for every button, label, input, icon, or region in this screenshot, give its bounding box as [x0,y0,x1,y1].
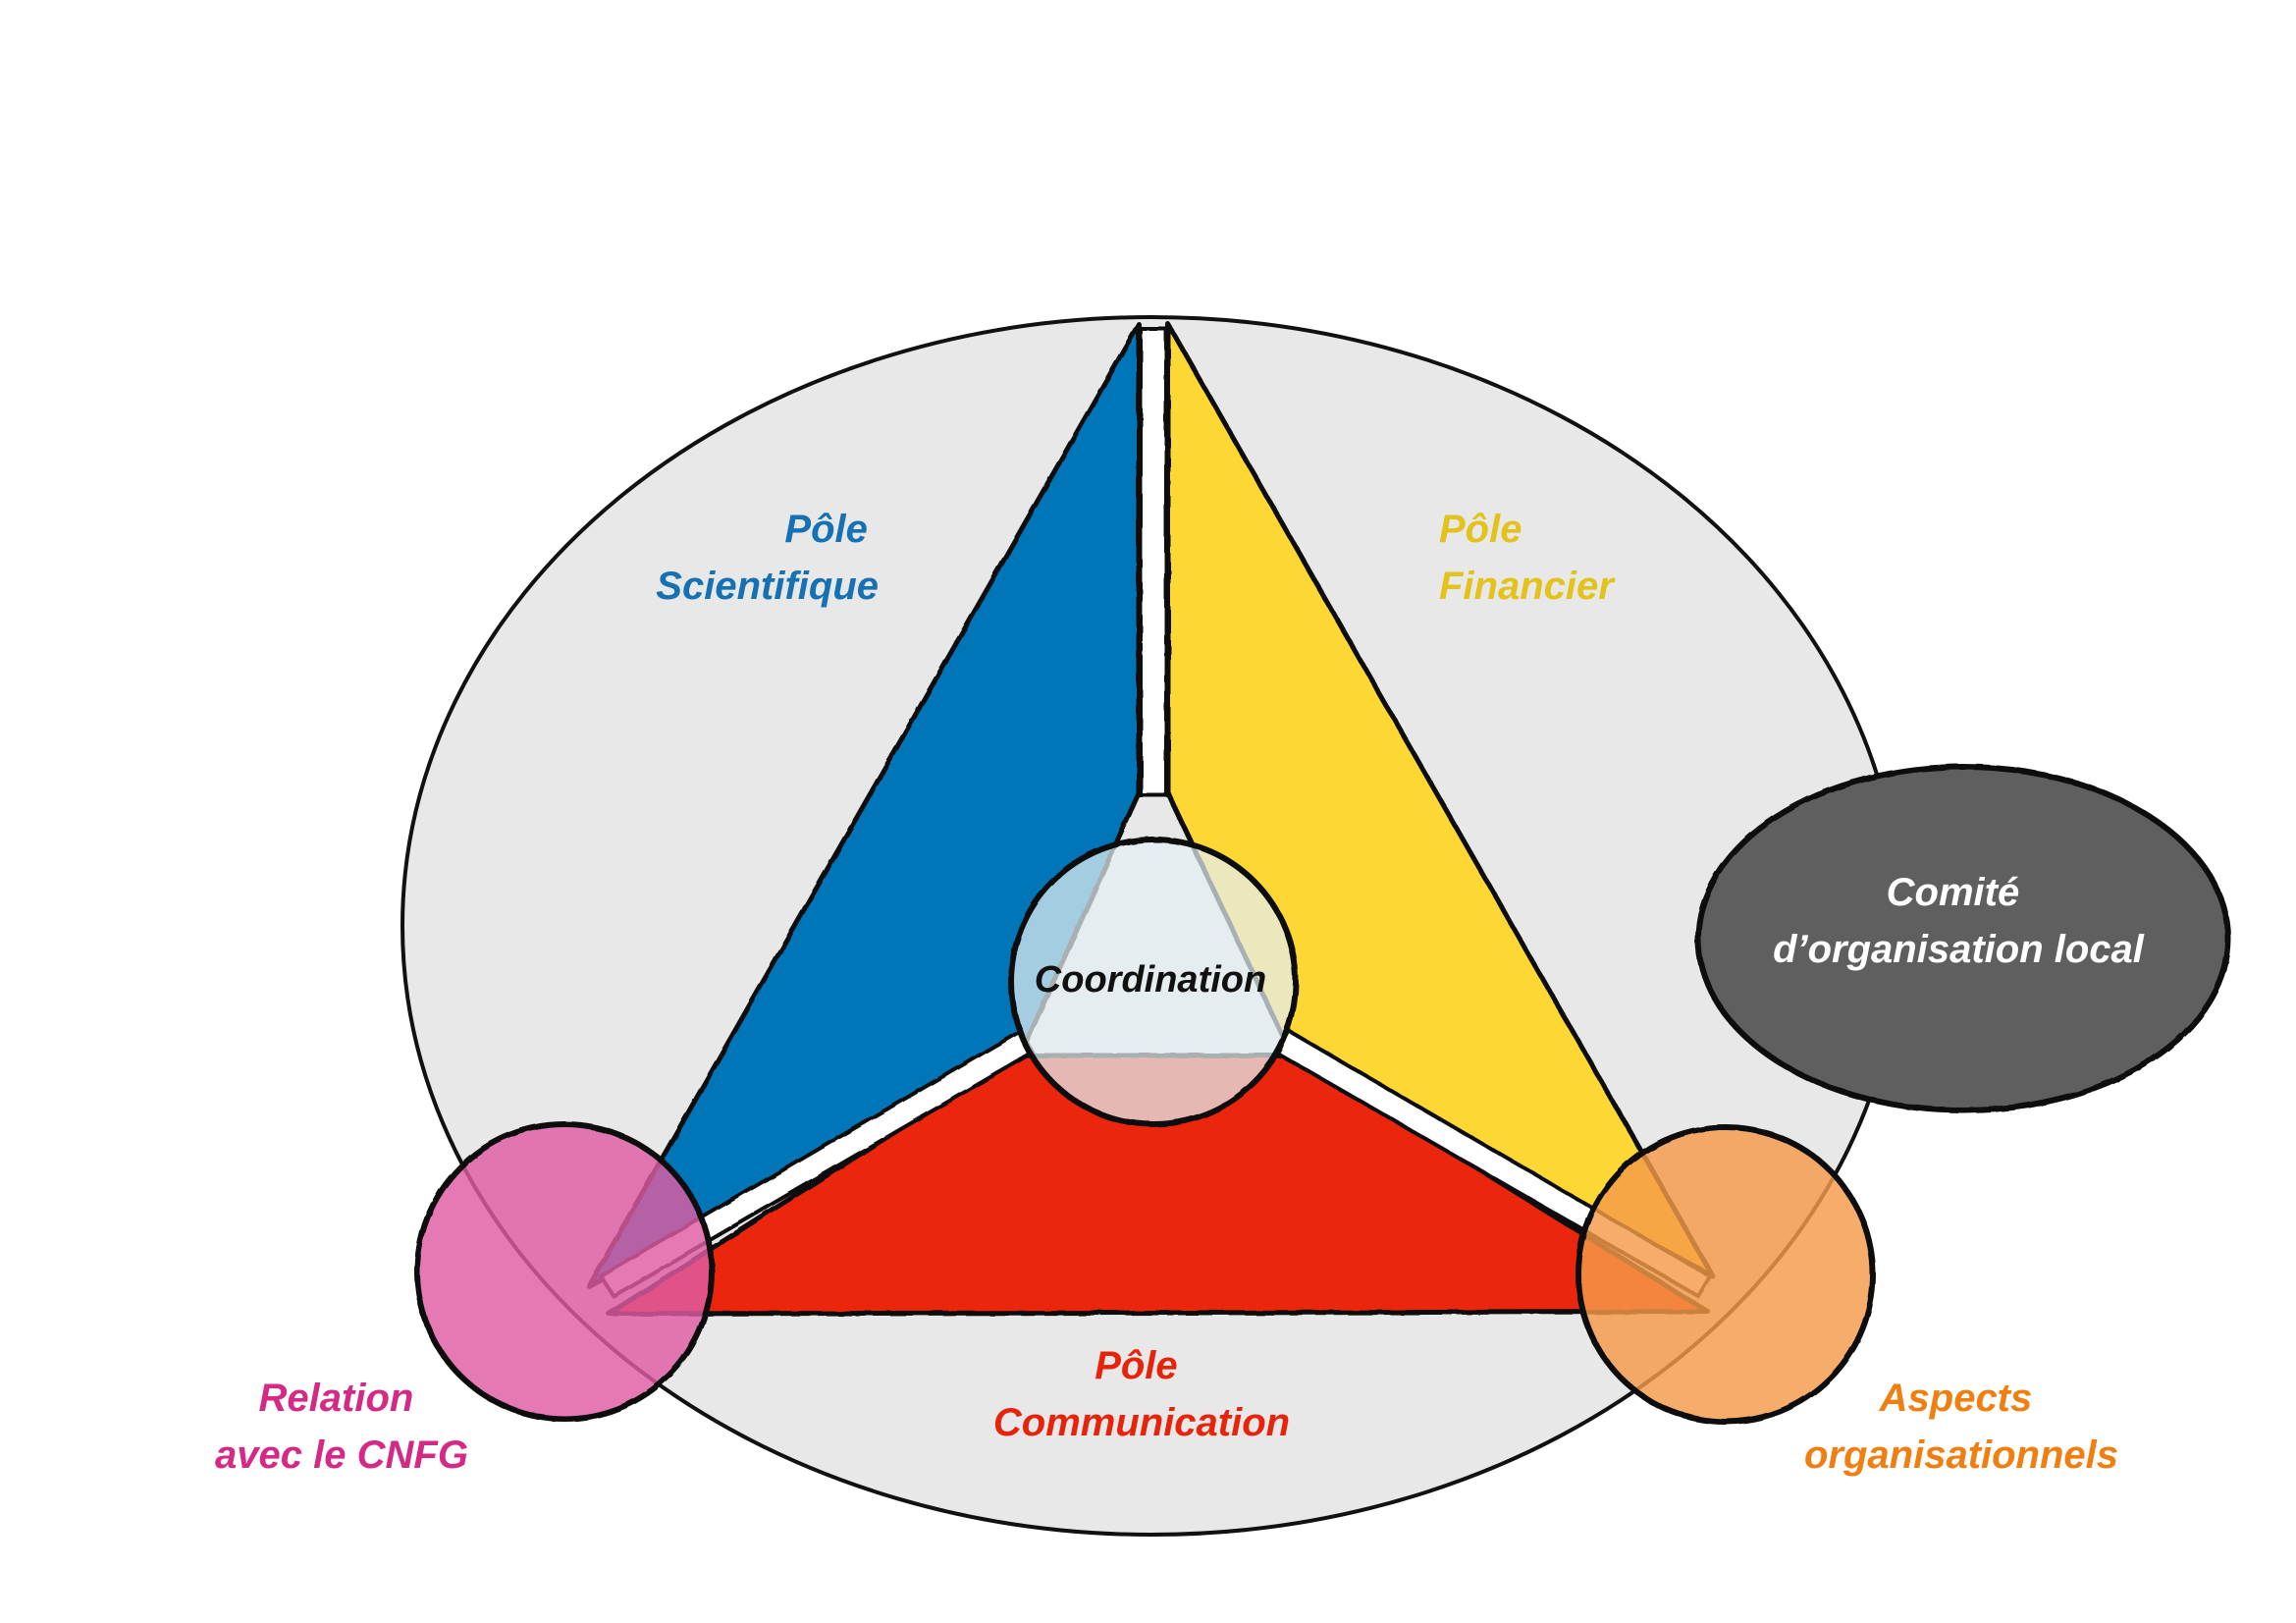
pole-communication-label: Pôle Communication [993,1344,1290,1444]
pole-financier-label: Pôle Financier [1439,508,1616,608]
aspects-circle [1575,1124,1876,1425]
relation-label: Relation avec le CNFG [215,1377,468,1477]
aspects-label: Aspects organisationnels [1804,1377,2118,1477]
relation-circle [414,1121,715,1422]
coordination-circle [1008,837,1299,1127]
pole-scientifique-label: Pôle Scientifique [656,508,879,608]
coordination-label: Coordination [1035,959,1266,1001]
comite-label: Comité d’organisation local [1773,871,2145,971]
comite-ellipse [1695,764,2231,1113]
